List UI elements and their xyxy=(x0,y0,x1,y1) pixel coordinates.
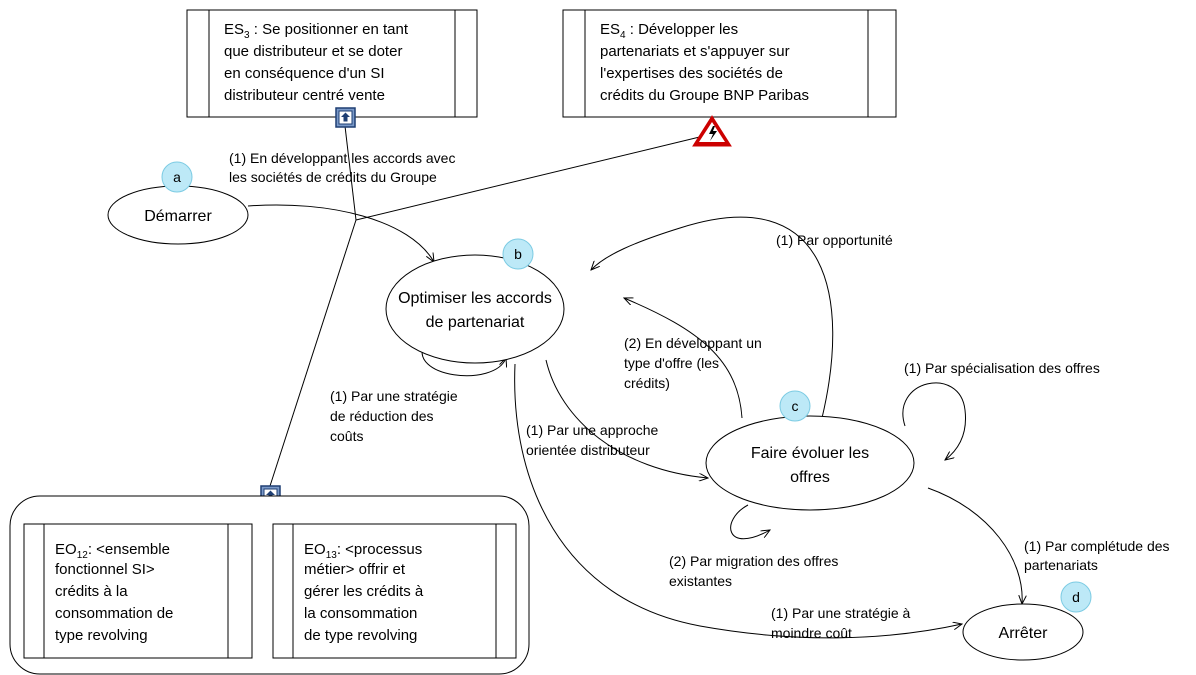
eo12-line-2: fonctionnel SI> xyxy=(55,561,155,578)
up-arrow-link-icon xyxy=(335,107,356,128)
svg-text:de réduction des: de réduction des xyxy=(330,408,434,424)
es4-line-1: ES4 : Développer les xyxy=(600,21,738,41)
svg-text:existantes: existantes xyxy=(669,573,732,589)
edge-b-c xyxy=(545,359,708,478)
edge-label-b-c: (1) Par une approche orientée distribute… xyxy=(526,422,659,458)
eo13-line-2: métier> offrir et xyxy=(304,561,406,578)
svg-text:(2) Par migration des offres: (2) Par migration des offres xyxy=(669,553,838,569)
objective-box-eo13: EO13: <processus métier> offrir et gérer… xyxy=(272,523,517,659)
node-badge-d-label: d xyxy=(1072,589,1080,605)
eo12-line-5: type revolving xyxy=(55,627,148,644)
node-badge-d xyxy=(1060,581,1092,613)
svg-text:(1) Par spécialisation des off: (1) Par spécialisation des offres xyxy=(904,360,1100,376)
svg-text:(1) Par une stratégie à: (1) Par une stratégie à xyxy=(771,605,911,621)
edge-label-b-self: (1) Par une stratégie de réduction des c… xyxy=(330,388,458,444)
edge-b-self xyxy=(421,341,506,377)
node-arreter: Arrêter d xyxy=(962,581,1092,661)
node-optimiser: Optimiser les accords de partenariat b xyxy=(385,238,565,364)
node-faire-evoluer: Faire évoluer les offres c xyxy=(705,390,915,511)
svg-text:(1) Par opportunité: (1) Par opportunité xyxy=(776,232,893,248)
node-badge-c xyxy=(779,390,811,422)
edge-label-a-b: (1) En développant les accords avec les … xyxy=(229,150,455,185)
es3-line-3: en conséquence d'un SI xyxy=(224,65,385,82)
edge-c-d xyxy=(927,487,1022,604)
node-demarrer: Démarrer a xyxy=(107,161,249,245)
strategy-box-es3: ES3 : Se positionner en tant que distrib… xyxy=(186,9,478,118)
edge-label-c-self-specialisation: (1) Par spécialisation des offres xyxy=(904,360,1100,376)
node-badge-a xyxy=(161,161,193,193)
svg-text:(2) En développant un: (2) En développant un xyxy=(624,335,762,351)
eo12-line-3: crédits à la xyxy=(55,583,128,600)
edge-c-b-type-offre xyxy=(624,298,743,419)
node-badge-a-label: a xyxy=(173,169,181,185)
svg-text:(1) Par une stratégie: (1) Par une stratégie xyxy=(330,388,458,404)
objectives-container: EO12: <ensemble fonctionnel SI> crédits … xyxy=(9,495,530,675)
eo12-line-1: EO12: <ensemble xyxy=(55,541,170,561)
node-badge-b xyxy=(502,238,534,270)
objective-box-eo12: EO12: <ensemble fonctionnel SI> crédits … xyxy=(23,523,253,659)
es3-line-2: que distributeur et se doter xyxy=(224,43,402,60)
edge-label-c-self-migration: (2) Par migration des offres existantes xyxy=(669,553,838,589)
eo13-line-3: gérer les crédits à xyxy=(304,583,424,600)
svg-text:type d'offre (les: type d'offre (les xyxy=(624,355,719,371)
edge-label-c-b-opportunite: (1) Par opportunité xyxy=(776,232,893,248)
node-faire-evoluer-line-1: Faire évoluer les xyxy=(751,445,869,462)
node-badge-b-label: b xyxy=(514,246,522,262)
edge-label-c-d: (1) Par complétude des partenariats xyxy=(1024,538,1170,573)
es3-line-4: distributeur centré vente xyxy=(224,87,385,104)
svg-text:les sociétés de crédits du Gro: les sociétés de crédits du Groupe xyxy=(229,169,437,185)
svg-text:(1) Par complétude des: (1) Par complétude des xyxy=(1024,538,1170,554)
edge-c-self-specialisation xyxy=(902,382,967,460)
edge-label-c-b-type-offre: (2) En développant un type d'offre (les … xyxy=(624,335,762,391)
svg-text:(1) Par une approche: (1) Par une approche xyxy=(526,422,659,438)
es3-line-1: ES3 : Se positionner en tant xyxy=(224,21,409,41)
es3-link-line xyxy=(344,125,357,221)
svg-text:crédits): crédits) xyxy=(624,375,670,391)
svg-text:moindre coût: moindre coût xyxy=(771,625,852,641)
edge-b-d xyxy=(514,363,962,639)
eo13-line-5: de type revolving xyxy=(304,627,417,644)
es4-link-line xyxy=(355,133,713,221)
node-badge-c-label: c xyxy=(792,398,799,414)
edge-c-self-migration xyxy=(730,504,770,540)
eo13-line-4: la consommation xyxy=(304,605,417,622)
strategy-box-es4: ES4 : Développer les partenariats et s'a… xyxy=(562,9,897,118)
svg-text:(1) En développant les accords: (1) En développant les accords avec xyxy=(229,150,455,166)
warning-triangle-icon xyxy=(692,115,732,147)
edge-label-b-d: (1) Par une stratégie à moindre coût xyxy=(771,605,911,641)
svg-text:orientée distributeur: orientée distributeur xyxy=(526,442,650,458)
edge-c-b-opportunite xyxy=(591,216,834,419)
node-arreter-label: Arrêter xyxy=(999,625,1049,642)
eo-link-line xyxy=(269,219,357,487)
eo12-line-4: consommation de xyxy=(55,605,173,622)
eo13-line-1: EO13: <processus xyxy=(304,541,422,561)
node-demarrer-label: Démarrer xyxy=(144,208,212,225)
edge-a-b xyxy=(247,204,434,262)
es4-line-2: partenariats et s'appuyer sur xyxy=(600,43,790,60)
node-optimiser-line-1: Optimiser les accords xyxy=(398,290,552,307)
node-optimiser-line-2: de partenariat xyxy=(426,314,525,331)
es4-line-4: crédits du Groupe BNP Paribas xyxy=(600,87,809,104)
svg-text:coûts: coûts xyxy=(330,428,363,444)
es4-line-3: l'expertises des sociétés de xyxy=(600,65,783,82)
svg-text:partenariats: partenariats xyxy=(1024,557,1098,573)
node-faire-evoluer-line-2: offres xyxy=(790,469,830,486)
